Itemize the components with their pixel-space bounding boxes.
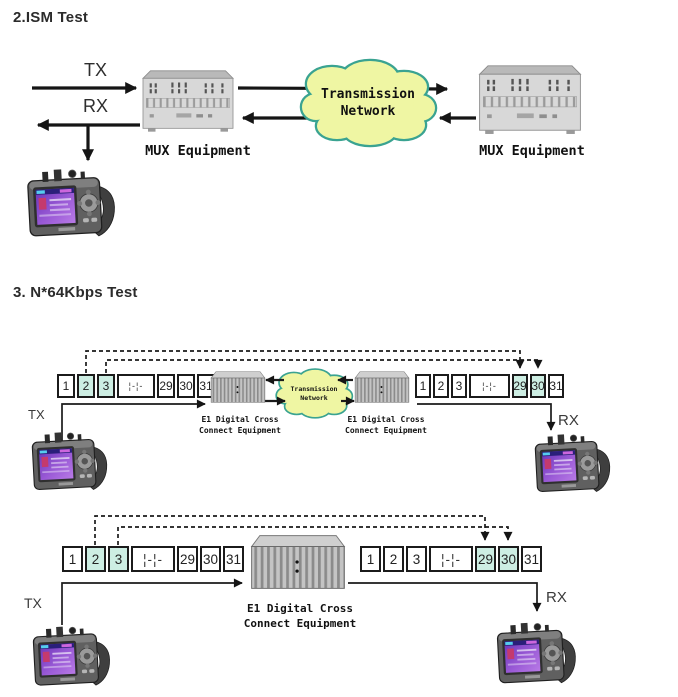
- timeslot-ellipsis-cell: ¦-¦-: [131, 546, 175, 572]
- e1-equipment-left-label: E1 Digital Cross Connect Equipment: [194, 415, 286, 436]
- timeslot-cell: 2: [383, 546, 404, 572]
- map-ts3-to-ts30-dashed: [105, 359, 543, 373]
- cloud-label-line2: Network: [300, 393, 328, 402]
- cloud-label-d2: Transmission Network: [281, 385, 347, 402]
- timeslot-cell: 31: [521, 546, 542, 572]
- mux-right-label: MUX Equipment: [479, 143, 585, 159]
- corrugated-box-icon-big: [246, 532, 350, 592]
- timeslot-cell: 1: [62, 546, 83, 572]
- corrugated-box-icon-right: [353, 365, 411, 409]
- timeslot-ellipsis-cell: ¦-¦-: [429, 546, 473, 572]
- handheld-e1-tester-icon-d2-tx: [29, 428, 115, 498]
- timeslot-cell: 30: [177, 374, 195, 398]
- d3-tx-label: TX: [24, 595, 42, 611]
- handheld-e1-tester-icon-ism: [24, 163, 124, 247]
- e1-label-line1: E1 Digital Cross: [247, 602, 353, 615]
- timeslot-cell-highlighted: 2: [77, 374, 95, 398]
- e1-equipment-big-label: E1 Digital Cross Connect Equipment: [238, 602, 362, 631]
- map2-ts2-to-ts29-dashed: [94, 515, 490, 545]
- d3-rx-path: [348, 582, 542, 612]
- d3-rx-label: RX: [546, 589, 567, 606]
- d2-rx-path: [417, 403, 556, 431]
- timeslot-cell: 3: [451, 374, 467, 398]
- timeslot-cell: 31: [223, 546, 244, 572]
- e1-equipment-right-label: E1 Digital Cross Connect Equipment: [340, 415, 432, 436]
- timeslot-cell: 1: [360, 546, 381, 572]
- timeslot-strip-tx-2: 1 2 3 ¦-¦- 29 30 31: [62, 546, 244, 572]
- section-heading-ism: 2.ISM Test: [13, 9, 89, 26]
- timeslot-cell: 3: [406, 546, 427, 572]
- d2-tx-label: TX: [28, 407, 45, 422]
- timeslot-ellipsis-cell: ¦-¦-: [117, 374, 155, 398]
- timeslot-cell: 1: [415, 374, 431, 398]
- map-ts2-to-ts29-dashed: [85, 350, 525, 373]
- timeslot-cell: 2: [433, 374, 449, 398]
- ism-tx-label: TX: [84, 60, 108, 80]
- d2-rx-label: RX: [558, 412, 579, 429]
- timeslot-strip-tx-1: 1 2 3 ¦-¦- 29 30 31: [57, 374, 215, 398]
- e1-label-line1: E1 Digital Cross: [201, 415, 279, 424]
- e1-label-line2: Connect Equipment: [199, 425, 281, 435]
- timeslot-cell-highlighted: 2: [85, 546, 106, 572]
- timeslot-strip-rx-2: 1 2 3 ¦-¦- 29 30 31: [360, 546, 542, 572]
- section-heading-n64: 3. N*64Kbps Test: [13, 284, 138, 301]
- timeslot-cell-highlighted: 3: [108, 546, 129, 572]
- timeslot-cell-highlighted: 29: [475, 546, 496, 572]
- cloud-label-line1: Transmission: [321, 87, 415, 102]
- timeslot-cell: 29: [157, 374, 175, 398]
- map2-ts3-to-ts30-dashed: [117, 526, 513, 545]
- d3-tx-path: [61, 578, 243, 625]
- handheld-e1-tester-icon-d3-rx: [494, 618, 584, 692]
- timeslot-cell-highlighted: 30: [498, 546, 519, 572]
- cloud-label-line1: Transmission: [290, 385, 338, 393]
- timeslot-cell-highlighted: 30: [530, 374, 546, 398]
- timeslot-cell-highlighted: 29: [512, 374, 528, 398]
- e1-label-line2: Connect Equipment: [345, 425, 427, 435]
- cloud-label-ism: Transmission Network: [303, 86, 433, 120]
- handheld-e1-tester-icon-d2-rx: [532, 430, 618, 500]
- timeslot-cell: 31: [548, 374, 564, 398]
- mux-rack-icon-left: [138, 62, 238, 138]
- cloud-label-line2: Network: [340, 104, 396, 119]
- timeslot-ellipsis-cell: ¦-¦-: [469, 374, 510, 398]
- timeslot-strip-rx-1: 1 2 3 ¦-¦- 29 30 31: [415, 374, 564, 398]
- ism-rx-label: RX: [83, 96, 109, 116]
- corrugated-box-icon-left: [209, 365, 267, 409]
- mux-left-label: MUX Equipment: [145, 143, 251, 159]
- timeslot-cell: 29: [177, 546, 198, 572]
- handheld-e1-tester-icon-d3-tx: [30, 622, 118, 694]
- timeslot-cell-highlighted: 3: [97, 374, 115, 398]
- timeslot-cell: 30: [200, 546, 221, 572]
- d2-tx-path: [61, 399, 206, 444]
- e1-label-line1: E1 Digital Cross: [347, 415, 425, 424]
- mux-rack-icon-right: [474, 61, 586, 136]
- timeslot-cell: 1: [57, 374, 75, 398]
- e1-label-line2: Connect Equipment: [243, 616, 357, 630]
